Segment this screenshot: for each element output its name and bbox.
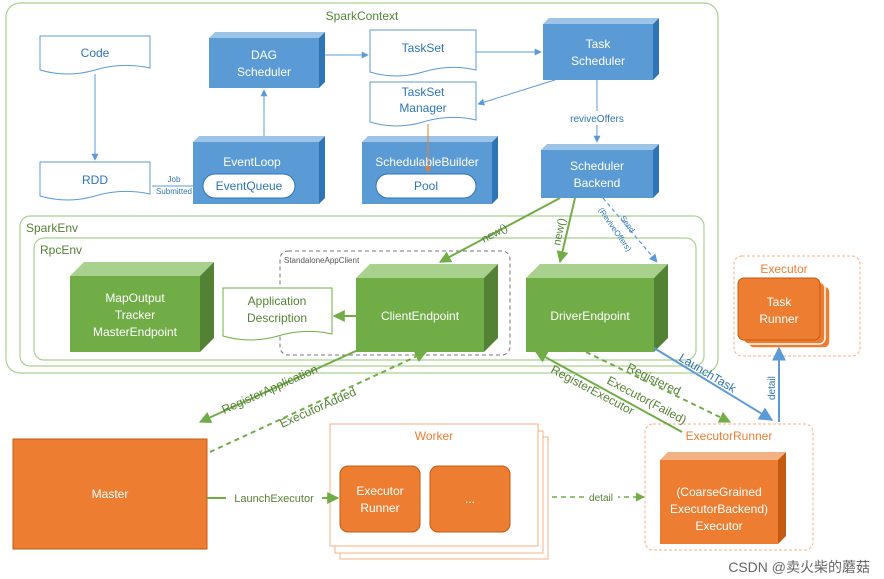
edge-client-master-register	[198, 349, 359, 423]
event-queue-cylinder	[202, 173, 296, 199]
application-description-document	[222, 287, 333, 341]
dag-scheduler-label-1: DAG	[251, 48, 277, 62]
detail-worker-label-bg	[584, 490, 618, 504]
task-scheduler-label-2: Scheduler	[571, 54, 625, 68]
task-scheduler-label-1: Task	[586, 37, 612, 51]
standalone-app-client-title: StandaloneAppClient	[284, 256, 360, 265]
code-document	[39, 35, 151, 75]
driver-endpoint-node: DriverEndpoint	[526, 264, 668, 352]
worker-executor-runner-label-1: Executor	[356, 484, 403, 498]
task-runner-label-2: Runner	[759, 312, 798, 326]
spark-context-title: SparkContext	[326, 9, 399, 23]
task-scheduler-node: Task Scheduler	[543, 18, 659, 80]
edge-executorrunner-driver-register	[534, 351, 683, 433]
driver-endpoint-label: DriverEndpoint	[550, 309, 630, 323]
launch-executor-label: LaunchExecutor	[234, 493, 314, 505]
event-loop-node: EventLoop EventQueue	[193, 136, 325, 204]
application-description-label-1: Application	[248, 294, 307, 308]
coarse-grained-executor-node: (CoarseGrained ExecutorBackend) Executor	[660, 452, 786, 544]
worker-executor-runner-label-2: Runner	[360, 501, 399, 515]
schedulable-builder-node: SchedulableBuilder Pool	[362, 136, 498, 204]
launch-executor-label-bg	[226, 491, 322, 505]
executor-runner-container	[644, 423, 814, 551]
new-driver-label: new()	[551, 217, 568, 246]
worker-executor-runner-node: Executor Runner	[339, 465, 421, 533]
spark-env-title: SparkEnv	[26, 221, 78, 235]
spark-context-container	[5, 2, 719, 374]
detail-worker-label: detail	[589, 493, 613, 504]
coarse-grained-label-2: ExecutorBackend)	[670, 502, 768, 516]
pool-label: Pool	[414, 179, 438, 193]
rdd-label: RDD	[82, 173, 108, 187]
map-output-tracker-node: MapOutput Tracker MasterEndpoint	[70, 262, 214, 352]
taskset-document	[369, 29, 477, 77]
master-node: Master	[12, 438, 208, 550]
job-submitted-label-1: Job	[168, 175, 181, 184]
taskset-label: TaskSet	[402, 41, 445, 55]
edge-backend-driver-new	[556, 197, 576, 264]
event-loop-label: EventLoop	[223, 155, 281, 169]
taskset-manager-label-2: Manager	[399, 101, 446, 115]
event-queue-label: EventQueue	[216, 179, 283, 193]
watermark: CSDN @卖火柴的蘑菇	[728, 559, 870, 575]
client-endpoint-label: ClientEndpoint	[381, 309, 460, 323]
new-client-label: new()	[480, 222, 510, 246]
task-runner-node: Task Runner	[737, 277, 831, 349]
rdd-document	[39, 161, 151, 201]
edge-master-client-added	[209, 351, 428, 453]
job-submitted-label-2: Submitted	[156, 187, 192, 196]
spark-env-container	[19, 215, 705, 367]
executor-title: Executor	[760, 262, 807, 276]
map-output-label-1: MapOutput	[105, 291, 165, 305]
application-description-label-2: Description	[247, 311, 307, 325]
dag-scheduler-node: DAG Scheduler	[209, 32, 325, 88]
client-endpoint-node: ClientEndpoint	[356, 264, 498, 352]
dag-scheduler-label-2: Scheduler	[237, 65, 291, 79]
revive-offers-label-bg	[562, 111, 632, 125]
pool-cylinder	[375, 173, 477, 199]
rpc-env-container	[33, 237, 697, 361]
executor-container	[733, 255, 861, 357]
edge-driver-launchtask	[653, 347, 774, 421]
edge-backend-client-new	[438, 197, 561, 263]
edge-taskscheduler-tasksetmanager	[477, 79, 556, 106]
scheduler-backend-node: Scheduler Backend	[541, 144, 659, 198]
worker-title: Worker	[415, 429, 453, 443]
coarse-grained-label-1: (CoarseGrained	[676, 485, 761, 499]
worker-ellipsis-node: ...	[429, 465, 511, 533]
coarse-grained-label-3: Executor	[695, 519, 742, 533]
taskset-manager-document	[369, 81, 477, 127]
taskset-manager-label-1: TaskSet	[402, 85, 445, 99]
map-output-label-3: MasterEndpoint	[93, 325, 178, 339]
scheduler-backend-label-1: Scheduler	[570, 159, 624, 173]
map-output-label-2: Tracker	[115, 308, 155, 322]
detail-executor-label: detail	[767, 376, 778, 400]
scheduler-backend-label-2: Backend	[574, 176, 621, 190]
master-label: Master	[92, 487, 129, 501]
executor-runner-title: ExecutorRunner	[686, 429, 773, 443]
rpc-env-title: RpcEnv	[40, 243, 82, 257]
revive-offers-label: reviveOffers	[570, 114, 624, 125]
code-label: Code	[81, 46, 110, 60]
schedulable-builder-label: SchedulableBuilder	[375, 155, 478, 169]
task-runner-label-1: Task	[767, 295, 793, 309]
worker-ellipsis-label: ...	[465, 492, 475, 506]
